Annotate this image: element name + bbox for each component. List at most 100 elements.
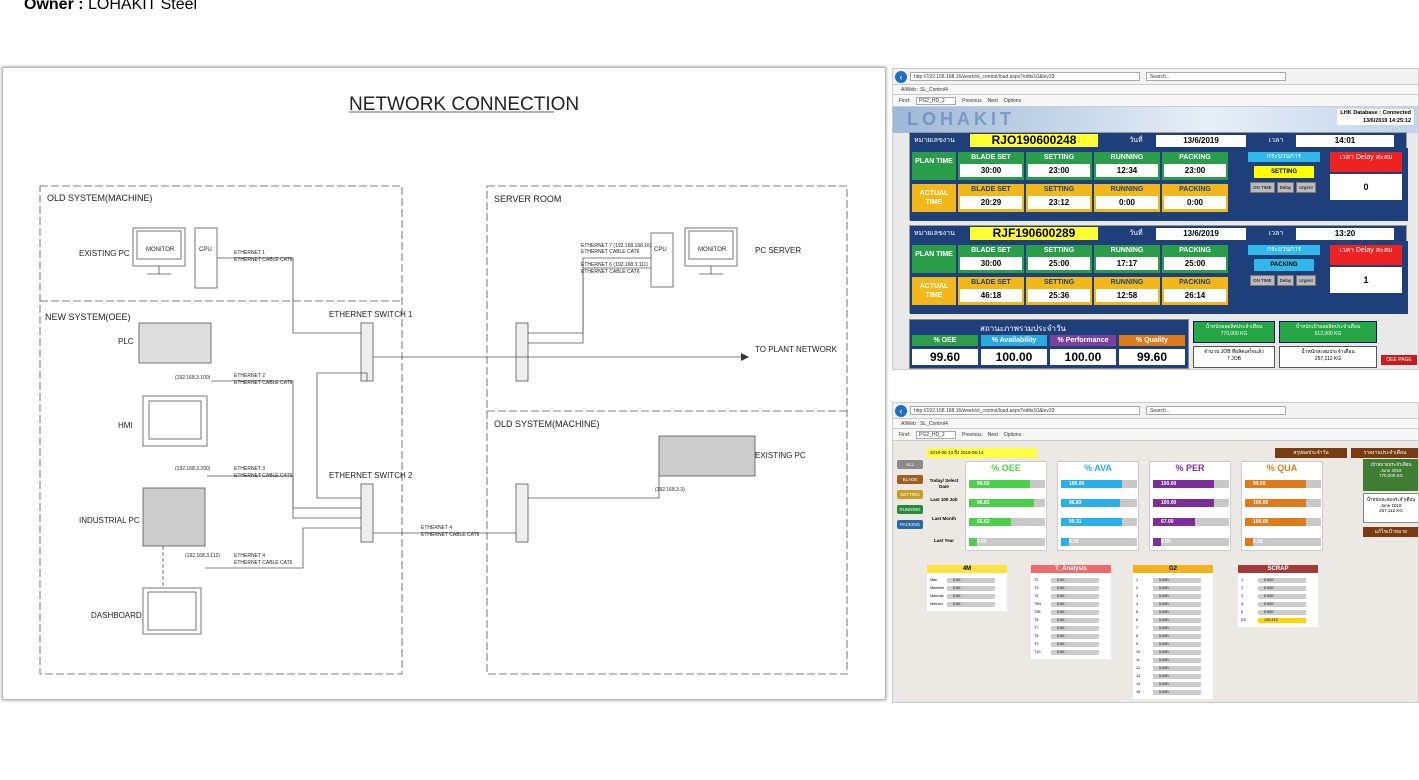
monthly-report-button[interactable]: รายงานประจำเดือน <box>1351 448 1418 458</box>
row-key: T3 <box>1034 586 1039 590</box>
row-value: 0.00 <box>1051 601 1099 607</box>
actual-col-header: RUNNING <box>1110 279 1144 286</box>
oee-page-button[interactable]: OEE PAGE <box>1381 355 1417 365</box>
job-count-unit: JOB <box>1231 356 1241 362</box>
target-year[interactable]: 2019 <box>1391 468 1402 473</box>
delay-button[interactable]: Delay <box>1276 182 1295 193</box>
browser-address-row: ‹ http://192.168.168.16/weeb/sl_control/… <box>893 69 1418 85</box>
plan-cell: SETTING 23:00 <box>1026 152 1092 180</box>
plan-col-header: BLADE SET <box>971 154 1011 161</box>
target-value: 770,000 <box>1378 473 1396 478</box>
url-input[interactable]: http://192.168.168.16/weeb/sl_control/lo… <box>910 72 1140 81</box>
oee-report-screenshot: ‹ http://192.168.168.16/weeb/sl_control/… <box>892 402 1419 703</box>
find-options[interactable]: Options <box>1003 97 1022 104</box>
metric-column: % OEE 99.60 96.83 66.62 0.00 <box>965 461 1047 551</box>
side-button-packing[interactable]: PACKING <box>897 520 923 529</box>
label-old-system-1: OLD SYSTEM(MACHINE) <box>47 193 153 203</box>
browser-tab[interactable]: AIWeb : SL_Control4 <box>893 85 1418 95</box>
target-month-box: น้ำหนักเป้าผลผลิตประจำเดือน 512,000 KG <box>1279 321 1377 343</box>
process-label: กระบวนการ <box>1248 245 1320 255</box>
metric-value: 99.31 <box>1061 518 1122 526</box>
job-time-label: เวลา <box>1268 230 1284 237</box>
edit-target-button[interactable]: แก้ไขเป้าหมาย <box>1363 527 1418 537</box>
find-next[interactable]: Next <box>987 97 998 104</box>
find-prev[interactable]: Previous <box>962 431 982 438</box>
target-month-value: 512,000 <box>1314 331 1333 337</box>
urgent-button[interactable]: Urgent <box>1296 182 1316 193</box>
job-number: RJO190600248 <box>970 134 1098 147</box>
row-key: T5H <box>1034 602 1042 606</box>
urgent-button[interactable]: Urgent <box>1296 275 1316 286</box>
find-next[interactable]: Next <box>987 431 998 438</box>
kpi-label: % Availability <box>981 335 1047 346</box>
target-month-unit: KG <box>1334 331 1342 337</box>
find-label: Find: <box>899 431 911 438</box>
date-from[interactable]: 2019-06-13 <box>930 450 954 455</box>
row-key: Machine <box>930 586 945 590</box>
side-button-blade[interactable]: BLADE <box>897 475 923 484</box>
side-button-running[interactable]: RUNNING <box>897 505 923 514</box>
kpi-value: 100.00 <box>1050 349 1116 365</box>
date-range[interactable]: 2019-06-13 ถึง 2019-06-13 <box>927 448 1037 458</box>
actual-cell: RUNNING 12:58 <box>1094 277 1160 305</box>
metric-column: % QUA 99.60 100.00 100.00 0.00 <box>1241 461 1323 551</box>
find-prev[interactable]: Previous <box>962 97 982 104</box>
actual-value: 26:14 <box>1164 289 1226 302</box>
back-icon[interactable]: ‹ <box>895 70 907 83</box>
plan-value: 23:00 <box>1164 164 1226 177</box>
side-button-setting[interactable]: SETTING <box>897 490 923 499</box>
row-key: 2 <box>1241 586 1244 590</box>
delay-button[interactable]: Delay <box>1276 275 1295 286</box>
metric-bar: 96.83 <box>969 499 1045 507</box>
row-key: 12 <box>1136 666 1141 670</box>
plan-time-label: PLAN TIME <box>912 245 956 273</box>
search-input[interactable]: Search... <box>1146 72 1286 81</box>
job-panel: หมายเลขงาน RJO190600248 วันที่ 13/6/2019… <box>909 132 1408 221</box>
row-value: 0.00 <box>947 593 995 599</box>
row-value: 0.000 <box>1258 609 1306 615</box>
metric-bar: 0.00 <box>1245 538 1321 546</box>
row-key: T9 <box>1034 642 1039 646</box>
accumulated-panel: น้ำหนักสะสมประจำเดือน June 2019 257,112 … <box>1363 493 1418 523</box>
url-input[interactable]: http://192.168.168.16/weeb/sl_control/lo… <box>910 406 1140 415</box>
find-options[interactable]: Options <box>1003 431 1022 438</box>
daily-summary-button[interactable]: สรุปผลประจำวัน <box>1275 448 1347 458</box>
date-to[interactable]: 2019-06-13 <box>960 450 984 455</box>
ontime-button[interactable]: ON TIME <box>1250 275 1275 286</box>
job-no-label: หมายเลขงาน <box>914 137 955 144</box>
plan-col-header: PACKING <box>1179 247 1211 254</box>
actual-value: 0:00 <box>1164 196 1226 209</box>
label-plc: PLC <box>118 337 134 346</box>
label-ip-ipc: (192.168.3.112) <box>185 553 220 559</box>
summary-title: สถานะภาพรวมประจำวัน <box>980 324 1066 333</box>
row-value: 0.00 <box>947 601 995 607</box>
date-to-label: ถึง <box>954 450 960 455</box>
label-eth3-cable: ETHERNET CABLE CAT6 <box>234 473 293 479</box>
row-key: 6 <box>1136 618 1139 622</box>
back-icon[interactable]: ‹ <box>895 404 907 417</box>
plan-col-header: BLADE SET <box>971 247 1011 254</box>
browser-tab[interactable]: AIWeb : SL_Control4 <box>893 419 1418 429</box>
find-bar: Find: PG2_HD_2 Previous Next Options <box>893 95 1418 107</box>
actual-col-header: SETTING <box>1043 279 1075 286</box>
search-input[interactable]: Search... <box>1146 406 1286 415</box>
actual-col-header: BLADE SET <box>971 186 1011 193</box>
plan-cell: SETTING 25:00 <box>1026 245 1092 273</box>
row-value: 0.000 <box>1153 665 1201 671</box>
label-switch-1: ETHERNET SWITCH 1 <box>329 310 413 319</box>
find-input[interactable]: PG2_HD_2 <box>916 96 957 105</box>
side-button-all[interactable]: ALL <box>897 460 923 469</box>
actual-col-header: PACKING <box>1179 279 1211 286</box>
actual-cell: BLADE SET 20:29 <box>958 184 1024 212</box>
ontime-button[interactable]: ON TIME <box>1250 182 1275 193</box>
target-month[interactable]: June <box>1380 468 1391 473</box>
row-value: 0.00 <box>1051 641 1099 647</box>
plan-col-header: SETTING <box>1043 247 1075 254</box>
find-input[interactable]: PG2_HD_2 <box>916 430 957 439</box>
